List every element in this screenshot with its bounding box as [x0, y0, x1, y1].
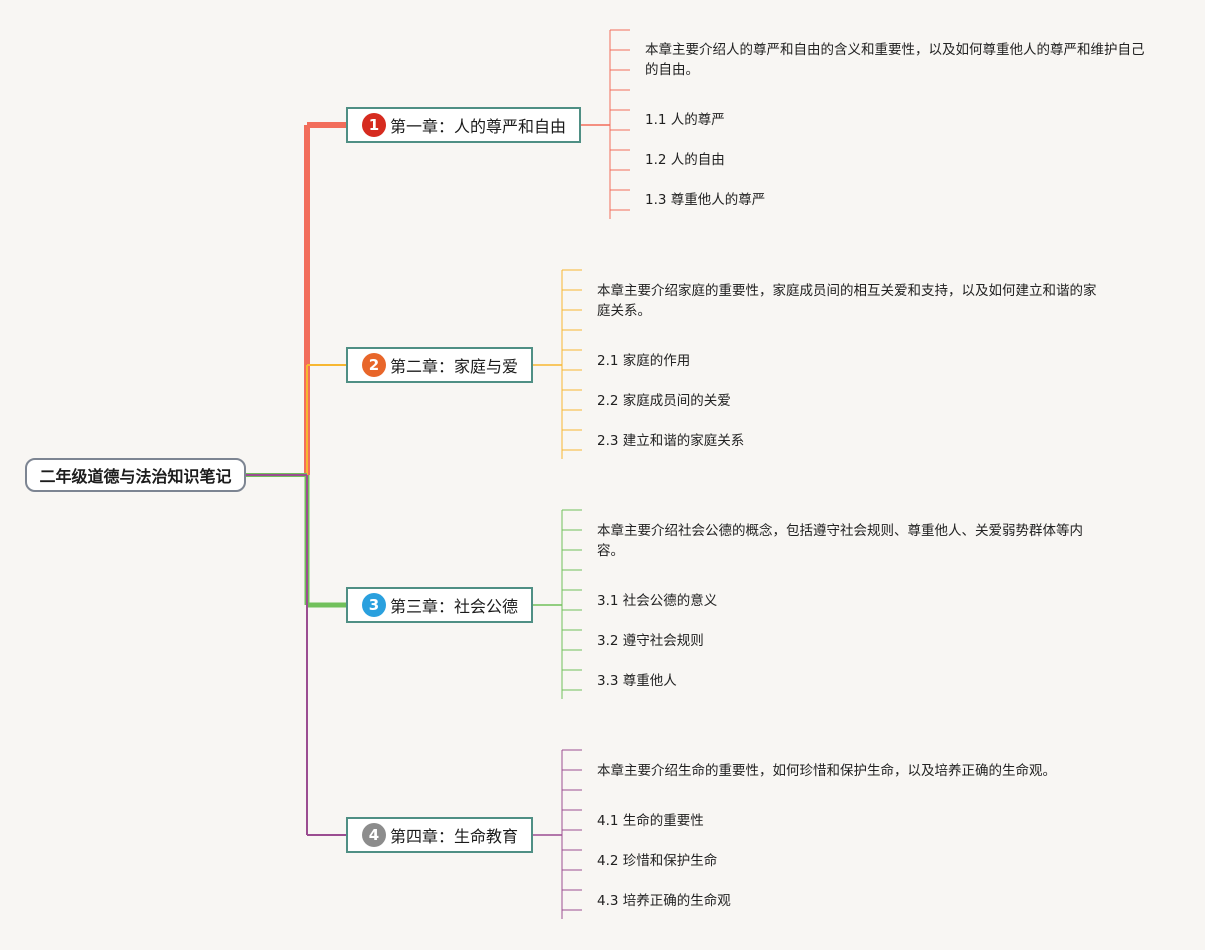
section-item: 1.1 人的尊严 [645, 112, 725, 128]
section-item: 4.3 培养正确的生命观 [597, 893, 731, 909]
section-item: 3.2 遵守社会规则 [597, 633, 704, 649]
chapter-title: 第二章：家庭与爱 [390, 357, 519, 376]
section-item: 3.3 尊重他人 [597, 673, 677, 689]
number-badge-2-icon: 2 [362, 353, 386, 377]
section-item: 4.2 珍惜和保护生命 [597, 853, 718, 869]
section-item: 1.3 尊重他人的尊严 [645, 192, 766, 208]
chapter-description: 本章主要介绍生命的重要性，如何珍惜和保护生命，以及培养正确的生命观。 [597, 763, 1056, 779]
section-item: 2.3 建立和谐的家庭关系 [597, 433, 745, 449]
chapter-description: 本章主要介绍社会公德的概念，包括遵守社会规则、尊重他人、关爱弱势群体等内容。 [597, 523, 1083, 559]
chapter-title: 第三章：社会公德 [390, 597, 519, 616]
chapter-node-1[interactable]: 1 第一章：人的尊严和自由 [346, 107, 581, 143]
section-item: 4.1 生命的重要性 [597, 813, 704, 829]
chapter-title: 第四章：生命教育 [390, 827, 519, 846]
section-item: 1.2 人的自由 [645, 152, 725, 168]
chapter-node-2[interactable]: 2 第二章：家庭与爱 [346, 347, 533, 383]
number-badge-4-icon: 4 [362, 823, 386, 847]
number-badge-1-icon: 1 [362, 113, 386, 137]
chapter-description: 本章主要介绍人的尊严和自由的含义和重要性，以及如何尊重他人的尊严和维护自己的自由… [645, 42, 1145, 78]
root-topic-label: 二年级道德与法治知识笔记 [39, 467, 232, 486]
section-item: 2.2 家庭成员间的关爱 [597, 393, 731, 409]
section-item: 2.1 家庭的作用 [597, 353, 691, 369]
chapter-title: 第一章：人的尊严和自由 [390, 117, 567, 136]
chapter-node-4[interactable]: 4 第四章：生命教育 [346, 817, 533, 853]
root-topic[interactable]: 二年级道德与法治知识笔记 [25, 458, 246, 492]
chapter-description: 本章主要介绍家庭的重要性，家庭成员间的相互关爱和支持，以及如何建立和谐的家庭关系… [597, 283, 1097, 319]
chapter-node-3[interactable]: 3 第三章：社会公德 [346, 587, 533, 623]
section-item: 3.1 社会公德的意义 [597, 593, 718, 609]
number-badge-3-icon: 3 [362, 593, 386, 617]
